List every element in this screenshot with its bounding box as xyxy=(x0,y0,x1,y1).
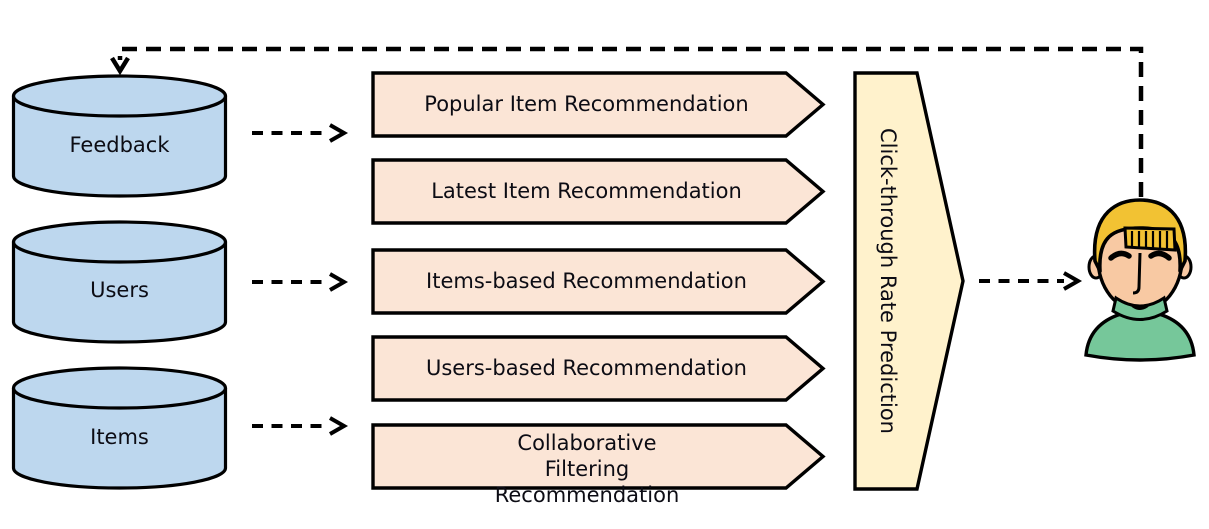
arrowhead-icon xyxy=(1063,271,1083,291)
person-hair xyxy=(1092,198,1188,273)
arrowhead-icon xyxy=(329,272,349,292)
items-to-processes-arrow xyxy=(252,416,349,436)
process-arrow-popular xyxy=(371,71,826,138)
db-label-users: Users xyxy=(90,278,149,302)
ctr-prediction-shape xyxy=(853,71,965,491)
database-feedback xyxy=(11,74,228,198)
arrowhead-icon xyxy=(329,123,349,143)
process-arrow-users-based xyxy=(371,335,826,402)
person-shoulders xyxy=(1084,312,1196,362)
ctr-prediction-label: Click-through Rate Prediction xyxy=(876,128,900,434)
person-nose xyxy=(1132,252,1142,295)
database-cylinder-top xyxy=(11,74,228,118)
process-label-users-based: Users-based Recommendation xyxy=(426,356,747,380)
database-cylinder-icon xyxy=(11,242,228,344)
feedback-loop-arrowhead-icon xyxy=(110,56,130,76)
database-items xyxy=(11,366,228,490)
db-label-items: Items xyxy=(90,425,149,449)
person-eye-right xyxy=(1148,250,1172,261)
feedback-loop-dashed-line xyxy=(117,46,1144,197)
feedback-to-processes-arrow xyxy=(252,123,349,143)
arrowhead-icon xyxy=(329,416,349,436)
database-cylinder-top xyxy=(11,220,228,264)
database-cylinder-icon xyxy=(11,96,228,198)
database-users xyxy=(11,220,228,344)
process-arrow-items-based xyxy=(371,248,826,315)
prediction-to-person-arrow xyxy=(979,271,1083,291)
process-arrow-latest xyxy=(371,158,826,225)
process-label-items-based: Items-based Recommendation xyxy=(426,269,747,293)
users-to-processes-arrow xyxy=(252,272,349,292)
person-icon xyxy=(1084,198,1196,362)
process-label-popular: Popular Item Recommendation xyxy=(424,92,749,116)
process-arrow-collaborative xyxy=(371,423,826,490)
process-label-latest: Latest Item Recommendation xyxy=(431,179,742,203)
database-cylinder-icon xyxy=(11,388,228,490)
process-label-collaborative: Collaborative Filtering Recommendation xyxy=(494,431,680,507)
person-hair-fringe xyxy=(1123,226,1177,252)
person-eye-left xyxy=(1108,250,1132,261)
database-cylinder-top xyxy=(11,366,228,410)
db-label-feedback: Feedback xyxy=(69,133,170,157)
person-mouth xyxy=(1131,304,1149,310)
person-hair-strands xyxy=(1130,231,1169,249)
